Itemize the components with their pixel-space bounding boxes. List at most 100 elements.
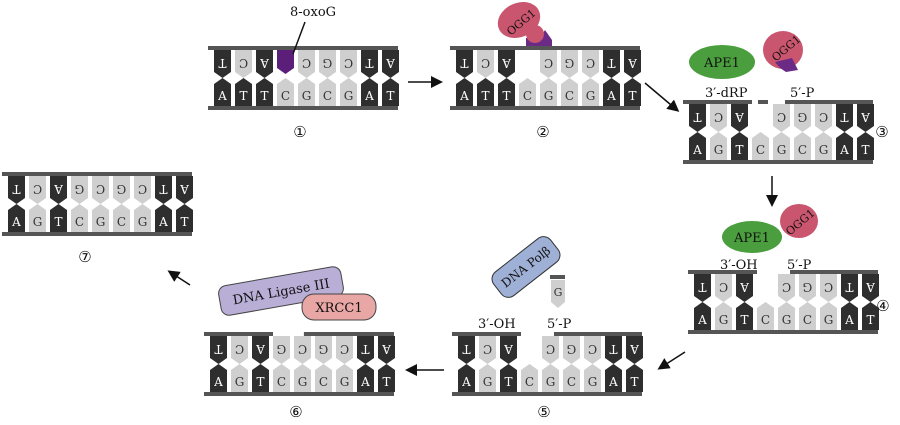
bottom-base-letter: T [382,375,390,389]
top-base-letter: C [777,110,786,124]
bottom-base-letter: C [75,215,84,229]
bottom-base [294,364,311,392]
backbone-segment [683,100,752,104]
top-base-letter: T [462,342,470,356]
dna-polb-step5: DNA Polβ G [491,236,565,308]
bottom-base [540,78,557,106]
ape1-body-step4 [722,221,782,253]
bottom-base-letter: T [481,89,489,103]
bottom-base-letter: T [180,215,188,229]
bottom-base [214,78,231,106]
bottom-base-letter: C [756,143,765,157]
bottom-base-letter: T [630,375,638,389]
top-base-letter: T [365,56,373,70]
bottom-base-letter: G [777,143,787,157]
arrow-6-to-7 [167,270,191,286]
bottom-base [731,132,748,160]
top-base-letter: T [693,110,701,124]
top-base-letter: G [798,110,808,124]
top-base [92,176,109,204]
top-base [294,336,311,364]
bottom-base [624,78,641,106]
top-base-letter: C [714,110,723,124]
polb-body [491,236,561,298]
backbone-strand [688,330,878,334]
bottom-base-letter: A [844,313,854,327]
top-base [298,50,315,78]
bottom-base-letter: G [302,89,312,103]
top-base [477,50,494,78]
top-base [256,50,273,78]
polb-incoming-base-letter: G [554,286,563,299]
bottom-base [715,302,732,330]
top-base [8,176,25,204]
bottom-base-letter: C [319,375,328,389]
top-base [155,176,172,204]
top-base [134,176,151,204]
top-base-letter: C [33,182,42,196]
top-base [542,336,559,364]
top-base-letter: T [840,110,848,124]
bottom-base-letter: T [740,313,748,327]
bottom-base [778,302,795,330]
top-base-letter: A [866,280,876,294]
backbone-strand [204,392,394,396]
bottom-base [340,78,357,106]
bottom-base-letter: A [692,143,702,157]
arrow-2-to-3 [644,82,680,112]
bottom-base-letter: A [608,375,618,389]
bottom-base [498,78,515,106]
backbone-segment [204,332,273,336]
top-base-letter: G [277,342,287,356]
top-base [176,176,193,204]
bottom-base [361,78,378,106]
ape1-label-step3: APE1 [703,56,740,71]
bottom-base-letter: G [586,89,596,103]
top-base-letter: T [12,182,20,196]
bottom-base-letter: C [761,313,770,327]
top-base-letter: G [319,342,329,356]
polb-incoming-base [551,280,565,308]
bottom-base-letter: C [281,89,290,103]
xrcc1-body [301,293,377,321]
top-base-letter: A [502,56,512,70]
top-base [273,336,290,364]
bottom-base [862,302,879,330]
top-base-letter: C [340,342,349,356]
bottom-base [273,364,290,392]
top-base [382,50,399,78]
top-base [584,336,601,364]
top-base [500,336,517,364]
bottom-base [542,364,559,392]
bottom-base [176,204,193,232]
bottom-base [519,78,536,106]
bottom-base-letter: C [523,89,532,103]
top-base-letter: G [567,342,577,356]
step-label-3: ③ [875,123,888,141]
bottom-base-letter: A [459,89,469,103]
bottom-base [794,132,811,160]
ogg1-enzyme-step2: OGG1 [497,2,552,46]
top-base-letter: A [861,110,871,124]
top-base-letter: C [138,182,147,196]
top-base-letter: G [75,182,85,196]
top-base-letter: G [323,56,333,70]
bottom-base-letter: G [824,313,834,327]
step-label-7: ⑦ [78,248,91,266]
top-base [29,176,46,204]
top-base-letter: G [803,280,813,294]
top-base [736,274,753,302]
top-base-letter: T [460,56,468,70]
top-base [113,176,130,204]
bottom-base [799,302,816,330]
top-base-letter: A [180,182,190,196]
top-base-letter: A [504,342,514,356]
top-base [498,50,515,78]
top-base-letter: C [298,342,307,356]
bottom-base [8,204,25,232]
bottom-base [752,132,769,160]
